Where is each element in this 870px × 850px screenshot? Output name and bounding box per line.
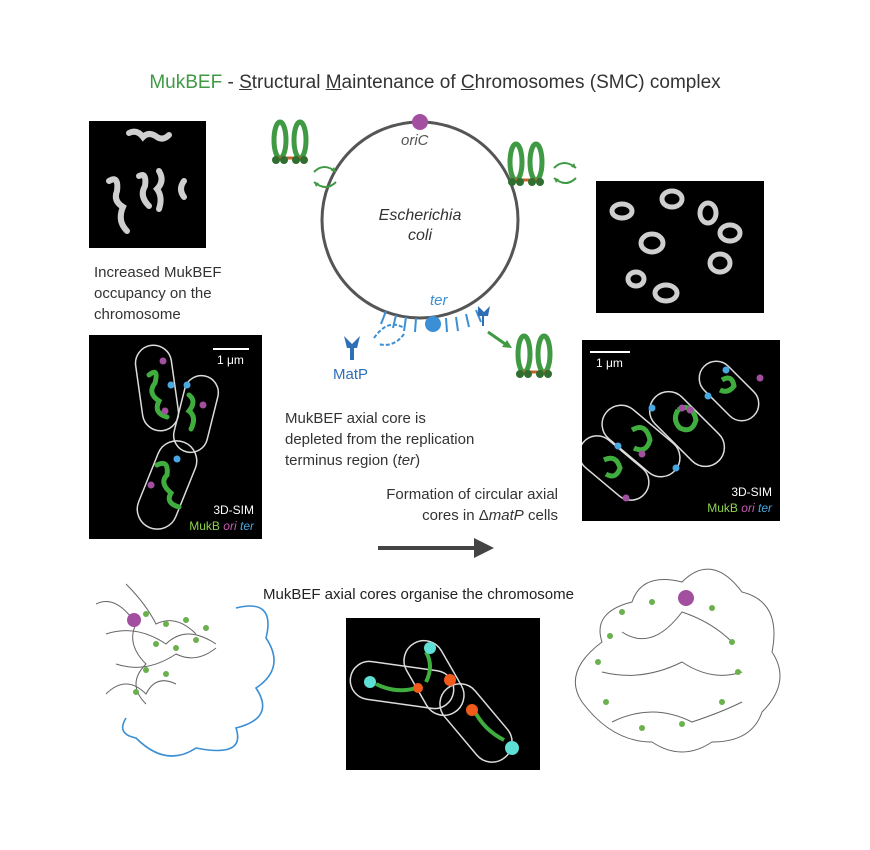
circular-structures-image	[609, 188, 743, 304]
method-label: 3D-SIM	[213, 503, 254, 517]
rotation-arrows-icon	[373, 323, 405, 346]
circular-core-caption: Formation of circular axial cores in Δma…	[386, 486, 558, 524]
matp-label: MatP	[333, 366, 369, 383]
oriC-dot	[412, 114, 428, 130]
mukbef-markers	[133, 611, 209, 695]
ter-region-ticks	[380, 309, 482, 333]
ori-dot	[127, 613, 141, 627]
ter-polymer	[121, 605, 275, 757]
micrograph-live-cells	[346, 618, 540, 770]
micrograph-increased-occupancy	[89, 121, 206, 248]
mukbef-complex-icon	[515, 333, 553, 378]
page-title: MukBEF - Structural Maintenance of Chrom…	[149, 72, 721, 93]
micrograph-circular-cores	[596, 181, 764, 313]
arrow-right-icon	[378, 538, 494, 558]
matp-cells-image	[578, 351, 764, 502]
live-cells-image	[349, 639, 519, 763]
wildtype-cells-image	[134, 344, 249, 530]
organisation-caption: MukBEF axial cores organise the chromoso…	[263, 586, 574, 603]
chromosome-structures-image	[106, 128, 187, 234]
mukbef-complex-icon	[507, 141, 545, 186]
chromosome-circle-diagram	[320, 114, 520, 333]
matp-protein-icon	[478, 306, 490, 326]
matp-protein-icon	[344, 336, 360, 360]
scale-bar-label: 1 μm	[596, 356, 623, 370]
rotation-arrows-icon	[553, 162, 577, 184]
channel-legend: MukB ori ter	[189, 519, 254, 533]
ori-dot	[678, 590, 694, 606]
micrograph-3dsim-matp: 1 μm 3D-SIM MukB ori ter	[578, 340, 780, 521]
oriC-label: oriC	[401, 132, 429, 149]
ter-dot	[425, 316, 441, 332]
chromosome-model-matp	[574, 568, 781, 753]
ter-label: ter	[430, 292, 448, 309]
species-label: Escherichia coli	[378, 207, 462, 244]
scale-bar-label: 1 μm	[217, 353, 244, 367]
micrograph-3dsim-wildtype: 1 μm 3D-SIM MukB ori ter	[89, 335, 262, 539]
axial-core-caption: MukBEF axial core is depleted from the r…	[285, 410, 475, 469]
mukbef-complex-icon	[271, 119, 309, 164]
rotation-arrows-icon	[313, 166, 337, 188]
arrow-icon	[487, 330, 512, 348]
method-label: 3D-SIM	[731, 485, 772, 499]
chromosome-model-wildtype	[95, 583, 275, 757]
occupancy-caption: Increased MukBEF occupancy on the chromo…	[94, 264, 222, 323]
mukbef-markers	[595, 593, 741, 731]
channel-legend: MukB ori ter	[707, 501, 772, 515]
